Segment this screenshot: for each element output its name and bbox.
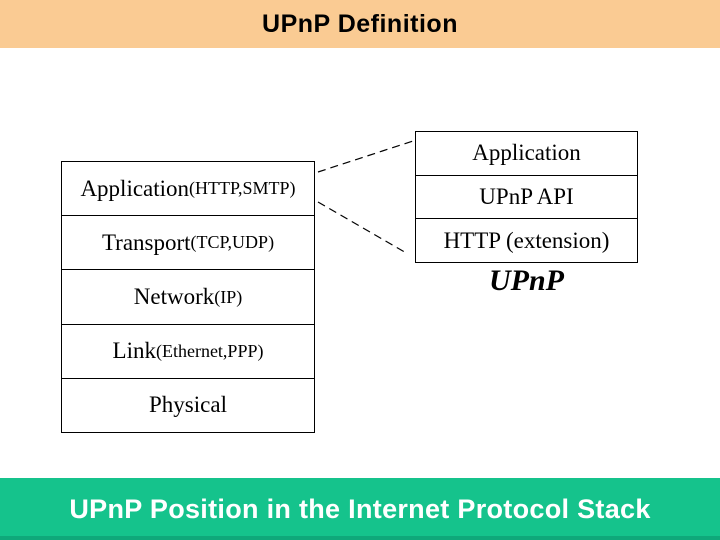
upnp-row-application: Application: [416, 132, 637, 176]
upnp-row-http-extension: HTTP (extension): [443, 227, 610, 253]
layer-name: Network: [133, 284, 215, 309]
title-banner: UPnP Definition: [0, 0, 720, 48]
upnp-stack: Application UPnP API HTTP (extension): [415, 131, 638, 263]
layer-protocols: (IP): [214, 286, 243, 307]
connector-top-line: [317, 140, 414, 173]
layer-row-link: Link(Ethernet,PPP): [62, 325, 314, 379]
layer-protocols: (TCP,UDP): [190, 232, 275, 253]
footer-banner: UPnP Position in the Internet Protocol S…: [0, 478, 720, 540]
layer-protocols: (Ethernet,PPP): [155, 340, 264, 361]
layer-name: Link: [112, 338, 156, 364]
footer-text: UPnP Position in the Internet Protocol S…: [69, 493, 651, 524]
layer-name: Physical: [149, 392, 227, 418]
upnp-caption: UPnP: [489, 264, 564, 297]
layer-row-physical: Physical: [62, 379, 314, 432]
layer-row-transport: Transport(TCP,UDP): [62, 216, 314, 271]
slide-title: UPnP Definition: [262, 9, 458, 38]
layer-name: Transport: [101, 229, 191, 255]
connector-bottom-line: [317, 201, 409, 255]
upnp-row-api: UPnP API: [416, 176, 637, 220]
layer-name: Application: [80, 175, 190, 201]
layer-protocols: (HTTP,SMTP): [189, 178, 296, 199]
layer-row-application: Application(HTTP,SMTP): [62, 162, 314, 217]
layer-row-network: Network(IP): [62, 270, 314, 325]
internet-protocol-stack: Application(HTTP,SMTP) Transport(TCP,UDP…: [61, 161, 315, 433]
